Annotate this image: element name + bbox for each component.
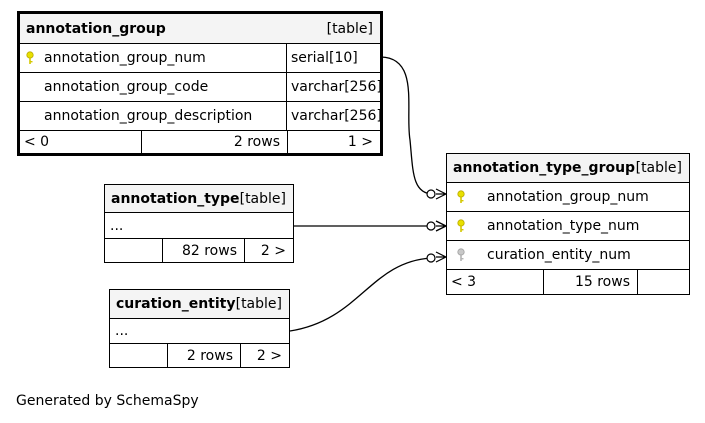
table-annotation-type-group[interactable]: annotation_type_group [table] annotation… [446, 153, 690, 295]
column-row[interactable]: annotation_type_num [447, 212, 689, 241]
column-name: annotation_group_code [44, 79, 209, 95]
column-row[interactable]: annotation_group_description varchar[256… [20, 102, 382, 131]
generated-by-label: Generated by SchemaSpy [16, 393, 199, 409]
table-header: curation_entity [table] [110, 290, 289, 319]
link-annotation-group-to-type-group [379, 56, 434, 195]
table-name[interactable]: curation_entity [116, 296, 236, 312]
column-name: annotation_group_num [487, 189, 649, 205]
columns-collapsed[interactable]: ... [110, 319, 289, 344]
column-row[interactable]: annotation_group_num [447, 183, 689, 212]
children-count[interactable]: 2 > [240, 344, 289, 367]
table-header: annotation_group [table] [20, 14, 380, 44]
row-count: 2 rows [141, 131, 287, 153]
primary-key-icon [447, 219, 475, 233]
table-footer: 2 rows 2 > [110, 344, 289, 367]
row-count: 15 rows [543, 270, 637, 294]
crowfoot-1 [435, 188, 447, 200]
table-name[interactable]: annotation_type_group [453, 160, 636, 176]
table-annotation-group[interactable]: annotation_group [table] annotation_grou… [17, 11, 383, 156]
crowfoot-circle-3 [426, 253, 436, 263]
columns-collapsed[interactable]: ... [105, 213, 293, 239]
column-type: serial[10] [286, 44, 380, 72]
table-footer: 82 rows 2 > [105, 239, 293, 262]
table-type-tag: [table] [235, 296, 282, 312]
link-curation-entity-to-type-group [289, 257, 432, 332]
crowfoot-3 [435, 251, 447, 263]
crowfoot-circle-2 [426, 221, 436, 231]
foreign-key-icon [447, 248, 475, 262]
column-name: annotation_group_num [44, 50, 206, 66]
column-name: annotation_group_description [44, 108, 253, 124]
crowfoot-2 [435, 220, 447, 232]
column-row[interactable]: annotation_group_code varchar[256] [20, 73, 382, 102]
column-type: varchar[256] [286, 102, 382, 130]
table-header: annotation_type [table] [105, 185, 293, 213]
column-type: varchar[256] [286, 73, 382, 101]
column-row[interactable]: annotation_group_num serial[10] [20, 44, 380, 73]
table-annotation-type[interactable]: annotation_type [table] ... 82 rows 2 > [104, 184, 294, 263]
column-row[interactable]: curation_entity_num [447, 241, 689, 270]
table-footer: < 3 15 rows [447, 270, 689, 294]
children-count[interactable]: 1 > [287, 131, 380, 153]
column-name: annotation_type_num [487, 218, 640, 234]
children-empty [637, 270, 689, 294]
crowfoot-circle-1 [426, 189, 436, 199]
table-name[interactable]: annotation_group [26, 20, 166, 37]
table-footer: < 0 2 rows 1 > [20, 131, 380, 153]
column-name: curation_entity_num [487, 247, 631, 263]
primary-key-icon [20, 51, 40, 65]
primary-key-icon [447, 190, 475, 204]
row-count: 2 rows [167, 344, 240, 367]
parents-count[interactable]: < 0 [24, 134, 50, 150]
children-count[interactable]: 2 > [244, 239, 293, 262]
parents-empty [105, 239, 162, 262]
row-count: 82 rows [162, 239, 244, 262]
parents-count[interactable]: < 3 [451, 274, 477, 290]
table-type-tag: [table] [635, 160, 682, 176]
table-header: annotation_type_group [table] [447, 154, 689, 183]
table-type-tag: [table] [239, 190, 286, 207]
table-name[interactable]: annotation_type [111, 190, 240, 207]
table-type-tag: [table] [326, 20, 373, 37]
parents-empty [110, 344, 167, 367]
table-curation-entity[interactable]: curation_entity [table] ... 2 rows 2 > [109, 289, 290, 368]
